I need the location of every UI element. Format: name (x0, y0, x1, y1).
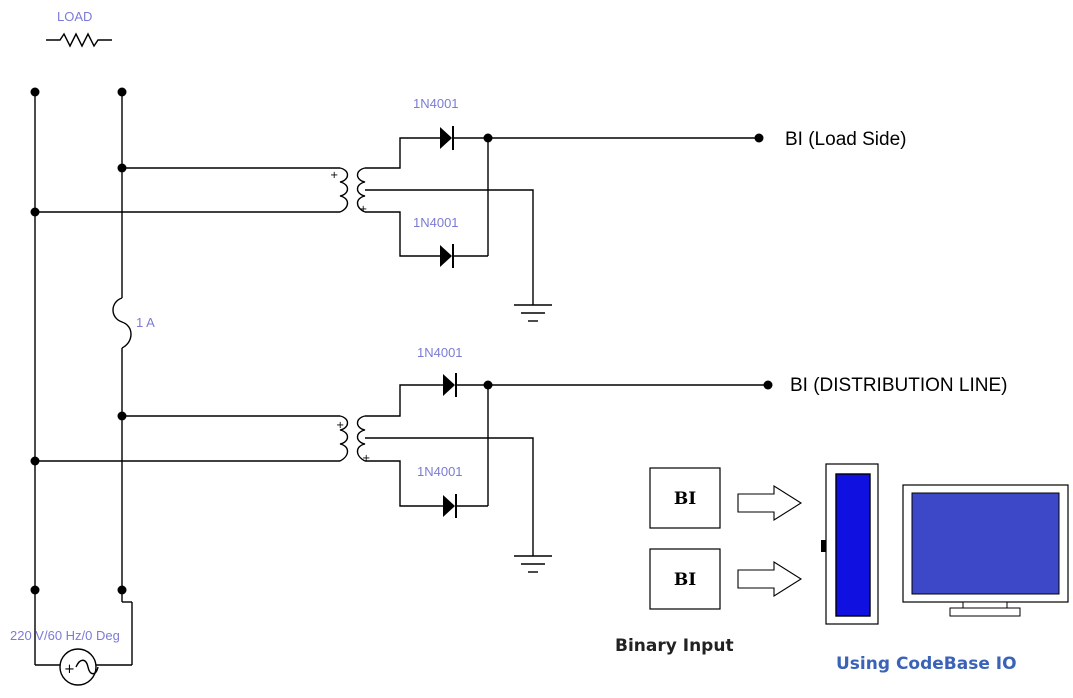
ground-2 (514, 555, 552, 573)
output-terminal-line (763, 380, 773, 390)
svg-text:+: + (359, 204, 367, 215)
svg-text:+: + (362, 453, 370, 464)
transformer-1-primary (339, 167, 349, 213)
source-circle (59, 648, 97, 686)
output-line-label: BI (DISTRIBUTION LINE) (790, 375, 1007, 396)
arrow-right-icon (737, 485, 803, 521)
sine-symbol (75, 659, 99, 675)
ac-source: + 220 V/60 Hz/0 Deg (10, 590, 133, 686)
svg-text:BI: BI (674, 489, 696, 509)
diode-1 (440, 126, 488, 150)
diode-3-label: 1N4001 (417, 345, 463, 360)
load-resistor: LOAD (46, 9, 112, 48)
resistor-zigzag (46, 32, 112, 48)
diode-2-label: 1N4001 (413, 215, 459, 230)
ground-1 (514, 304, 552, 322)
source-label: 220 V/60 Hz/0 Deg (10, 628, 120, 643)
diode-1-label: 1N4001 (413, 96, 459, 111)
computer-monitor-icon (902, 484, 1069, 617)
output-terminal-load (754, 133, 764, 143)
binary-input-label: Binary Input (615, 636, 734, 656)
main-rails (34, 92, 123, 665)
svg-text:+: + (336, 420, 344, 431)
io-device (821, 463, 879, 625)
bi-box-1: BI (649, 467, 721, 529)
junction-dots (30, 87, 127, 595)
diode-4-label: 1N4001 (417, 464, 463, 479)
device-screen (835, 473, 871, 617)
diode-4 (440, 494, 488, 518)
svg-text:BI: BI (674, 570, 696, 590)
arrow-right-icon (737, 561, 803, 597)
fuse-label: 1 A (136, 315, 155, 330)
transformer-2-secondary (356, 415, 366, 462)
diode-3 (440, 373, 488, 397)
fuse: 1 A (112, 297, 155, 349)
diode-2 (440, 244, 488, 268)
load-side-circuit: + + 1N4001 1N4001 (35, 96, 764, 322)
plus-mark: + (330, 170, 338, 181)
output-load-label: BI (Load Side) (785, 129, 906, 150)
svg-text:+: + (64, 662, 75, 677)
transformer-2-primary (339, 415, 349, 462)
load-label: LOAD (57, 9, 92, 24)
distribution-line-circuit: + + 1N4001 1N4001 (35, 345, 773, 573)
bi-box-2: BI (649, 548, 721, 610)
transformer-1-secondary (356, 167, 366, 213)
codebase-label: Using CodeBase IO (836, 654, 1017, 674)
